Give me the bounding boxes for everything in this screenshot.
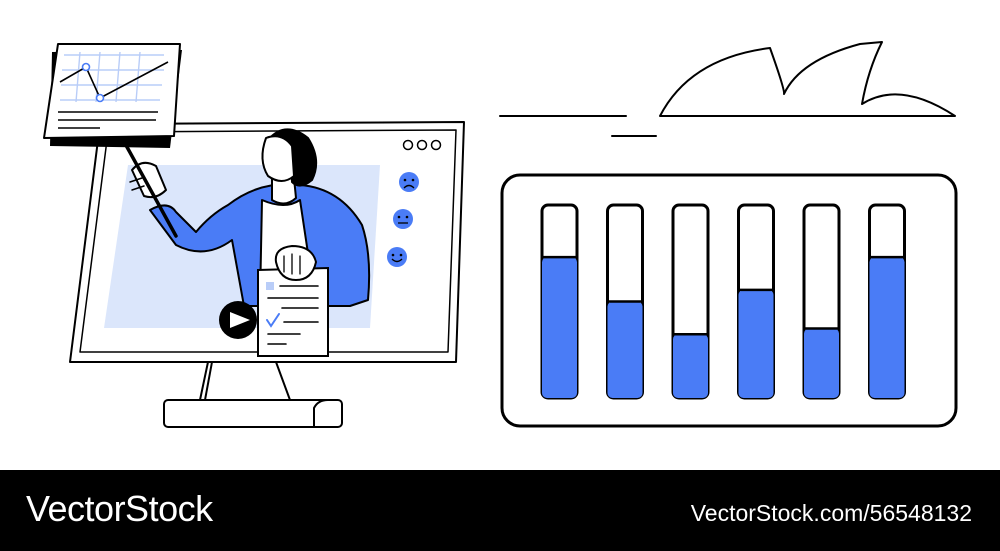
illustration [43, 41, 958, 428]
image-id-label: VectorStock.com/56548132 [690, 500, 972, 526]
dot-icon [430, 139, 442, 151]
happy-face-icon[interactable] [387, 247, 407, 267]
level-bar-fill [804, 328, 839, 398]
play-button[interactable] [219, 301, 257, 339]
window-controls [402, 139, 442, 151]
document [257, 244, 329, 357]
sad-face-icon[interactable] [399, 172, 419, 192]
presentation-board [43, 43, 182, 148]
brand-logo[interactable]: VectorStock [26, 488, 213, 529]
level-panel [500, 173, 958, 428]
dot-icon [402, 139, 414, 151]
footer-bar: VectorStock VectorStock.com/56548132 [0, 470, 1000, 551]
level-bar-fill [542, 257, 577, 398]
level-bar-fill [738, 289, 774, 398]
level-bars [540, 203, 906, 400]
cloud-scenery [499, 41, 956, 137]
monitor-stand [163, 361, 343, 428]
play-icon [230, 312, 250, 328]
dot-icon [416, 139, 428, 151]
level-bar-fill [673, 334, 708, 398]
level-bar-fill [869, 257, 905, 398]
neutral-face-icon[interactable] [393, 209, 413, 229]
level-bar-fill [607, 301, 643, 398]
